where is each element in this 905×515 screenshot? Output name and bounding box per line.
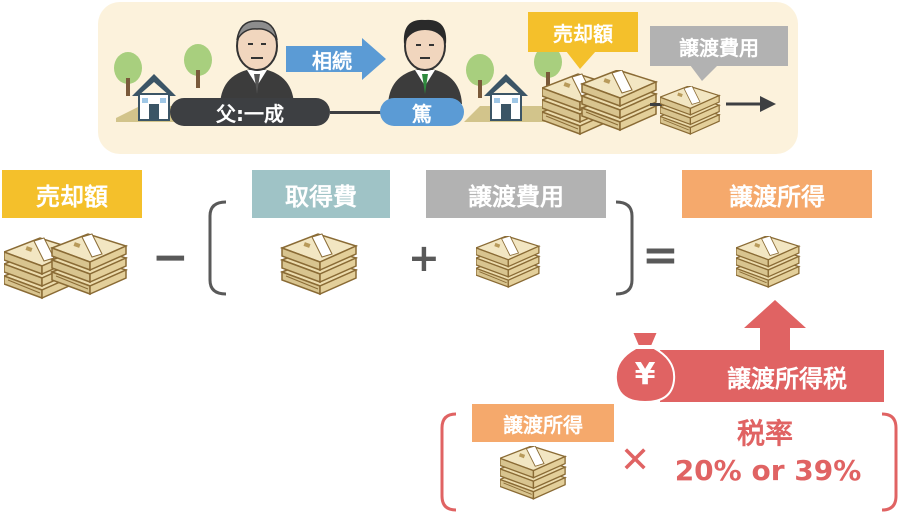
son-name: 篤 xyxy=(380,98,464,126)
formula-acquisition-money-icon xyxy=(281,233,357,295)
story-sale-label: 売却額 xyxy=(528,12,638,52)
sale-pointer xyxy=(566,51,596,69)
sale-money-icon xyxy=(542,70,657,135)
left-bracket xyxy=(208,200,227,296)
formula-income-money-icon xyxy=(736,236,800,288)
tax-rate-value: 20% or 39% xyxy=(674,454,862,487)
yen-bag-icon xyxy=(614,331,676,404)
formula-sale-money-icon xyxy=(4,233,127,299)
tax-income-label: 譲渡所得 xyxy=(472,404,614,442)
tax-income-money-icon xyxy=(500,446,566,500)
plus-sign: + xyxy=(408,236,440,280)
inherit-arrow-icon xyxy=(286,38,386,80)
father-icon xyxy=(220,20,294,104)
times-sign: ✕ xyxy=(620,440,651,481)
tax-banner xyxy=(660,350,884,402)
son-icon xyxy=(388,19,462,104)
story-cost-label: 譲渡費用 xyxy=(650,26,788,66)
flow-line xyxy=(650,103,662,106)
father-name: 父:一成 xyxy=(170,98,330,126)
right-bracket xyxy=(615,200,634,296)
equals-sign: = xyxy=(642,230,679,281)
family-line xyxy=(330,111,382,114)
tax-left-brace xyxy=(440,412,457,512)
tax-rate-label: 税率 xyxy=(736,417,793,450)
formula-transfer-cost-label: 譲渡費用 xyxy=(426,170,606,218)
formula-acquisition-label: 取得費 xyxy=(252,170,390,218)
yen-symbol: ¥ xyxy=(634,357,656,392)
up-arrow-icon xyxy=(744,300,806,360)
inherit-label: 相続 xyxy=(312,48,352,73)
tax-right-brace xyxy=(881,412,898,512)
formula-sale-label: 売却額 xyxy=(2,170,142,218)
flow-arrow-icon xyxy=(726,96,776,112)
cost-pointer xyxy=(690,65,718,81)
tax-label: 譲渡所得税 xyxy=(727,364,847,393)
formula-income-label: 譲渡所得 xyxy=(682,170,872,218)
formula-transfer-cost-money-icon xyxy=(476,236,540,288)
house-right-icon xyxy=(464,46,562,122)
minus-sign: − xyxy=(152,232,189,283)
